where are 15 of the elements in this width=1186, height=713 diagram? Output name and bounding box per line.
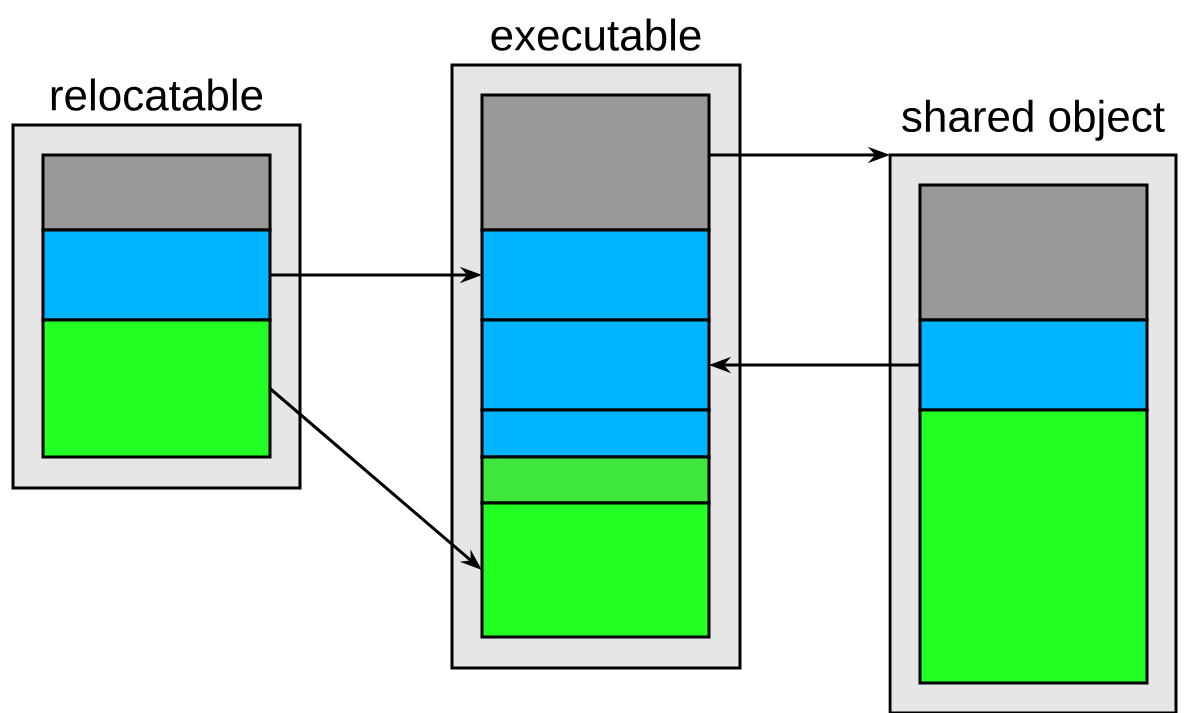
- section-block: [480, 318, 711, 412]
- section-block: [41, 153, 272, 232]
- node-label: shared object: [902, 99, 1165, 141]
- section-block: [918, 318, 1149, 412]
- section-block: [480, 455, 711, 505]
- node-label: relocatable: [51, 78, 263, 111]
- section-block: [918, 183, 1149, 322]
- section-block: [41, 228, 272, 322]
- node-label: executable: [491, 18, 701, 51]
- section-block: [480, 501, 711, 639]
- section-block: [918, 408, 1149, 685]
- section-block: [480, 228, 711, 322]
- section-block: [480, 93, 711, 232]
- section-block: [480, 408, 711, 459]
- section-block: [41, 318, 272, 459]
